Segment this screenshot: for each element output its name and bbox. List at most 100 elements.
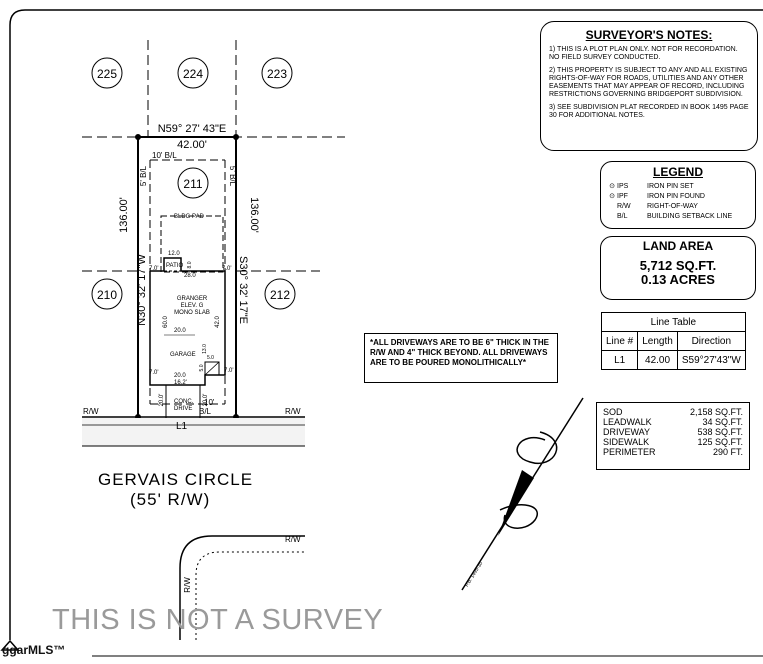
rw-label-lower: R/W [285, 535, 301, 544]
legend-box: LEGEND ⊙IPS IRON PIN SET ⊙IPF IRON PIN FOU… [600, 161, 756, 229]
house-elevation: ELEV. G [181, 303, 204, 309]
lot-212-label: 212 [270, 288, 290, 302]
road-name: GERVAIS CIRCLE [98, 470, 254, 489]
house-footprint [149, 257, 226, 386]
surveyors-notes-box: SURVEYOR'S NOTES: 1) THIS IS A PLOT PLAN… [540, 21, 758, 151]
lot-210-circle [91, 278, 123, 310]
line-table-title: Line Table [601, 312, 746, 332]
legend-desc: IRON PIN FOUND [647, 193, 705, 200]
iron-pin-ne [233, 134, 239, 140]
porch-depth: 5.0 [199, 364, 205, 371]
legend-abbr: B/L [617, 213, 628, 220]
left-bearing: N30° 32' 17"W [136, 254, 148, 326]
iron-pin-nw [135, 134, 141, 140]
offset-right-bottom: 7.0' [224, 368, 234, 374]
quantity-name: SOD [603, 407, 623, 417]
line-table: Line Table Line # Length Direction L1 42… [600, 312, 746, 370]
patio-label: PATIO [166, 263, 183, 269]
rw-label-right: R/W [285, 407, 301, 416]
patio-depth: 8.0 [187, 261, 193, 268]
garage-label: GARAGE [170, 352, 196, 358]
right-length: 136.00' [248, 197, 260, 233]
drive-label-drive: DRIVE [174, 406, 192, 412]
surveyors-note-2: 2) THIS PROPERTY IS SUBJECT TO ANY AND A… [549, 67, 748, 98]
north-arrow-head [498, 470, 534, 536]
quantity-value: 290 FT. [712, 447, 743, 457]
lot-211-circle [177, 167, 209, 199]
porch-width: 5.0 [207, 355, 214, 361]
legend-desc: IRON PIN SET [647, 183, 694, 190]
lot-223-circle [261, 57, 293, 89]
drive-label-conc: CONC. [174, 399, 194, 405]
quantity-name: SIDEWALK [603, 437, 650, 447]
porch-hatch [204, 361, 220, 376]
legend-row: ⊙IPF IRON PIN FOUND [607, 192, 749, 202]
quantity-name: LEADWALK [603, 417, 652, 427]
line-table-header: Length [637, 331, 678, 351]
drive-length-left: 20.0' [159, 394, 165, 407]
garage-front: 20.0 [174, 373, 186, 379]
driveway-note: *ALL DRIVEWAYS ARE TO BE 6" THICK IN THE… [364, 333, 558, 383]
sidewalk-strip [82, 418, 305, 446]
quantity-row: DRIVEWAY 538 SQ.FT. [603, 427, 743, 437]
legend-desc: RIGHT-OF-WAY [647, 203, 698, 210]
bldg-pad-label: BLDG PAD [174, 214, 205, 220]
quantity-row: SOD 2,158 SQ.FT. [603, 407, 743, 417]
rear-setback-label: 10' B/L [152, 151, 177, 160]
left-length: 136.00' [118, 197, 130, 233]
front-setback-label: B/L [199, 407, 212, 416]
road-corner-curb [179, 535, 305, 640]
quantity-row: LEADWALK 34 SQ.FT. [603, 417, 743, 427]
legend-row: B/L BUILDING SETBACK LINE [607, 212, 749, 222]
land-area-acres: 0.13 ACRES [641, 272, 715, 287]
line-table-header: Direction [676, 331, 746, 351]
lot-211-label: 211 [183, 177, 202, 191]
line-l1-label: L1 [176, 421, 188, 432]
drive-length-right: 20.0' [203, 394, 209, 407]
lot-224-circle [177, 57, 209, 89]
line-table-cell: S59°27'43"W [676, 350, 746, 370]
house-slab: MONO SLAB [174, 310, 210, 316]
surveyors-note-1: 1) THIS IS A PLOT PLAN ONLY. NOT FOR REC… [549, 46, 738, 61]
rw-label-lower-vertical: R/W [183, 577, 192, 593]
land-area-box: LAND AREA 5,712 SQ.FT. 0.13 ACRES [600, 236, 756, 300]
legend-abbr: IPS [617, 183, 629, 190]
porch [204, 361, 220, 376]
line-table-cell: L1 [600, 350, 639, 370]
offset-left-top: 7.0' [149, 266, 159, 272]
quantity-value: 538 SQ.FT. [697, 427, 743, 437]
house-logo-icon [0, 639, 20, 651]
iron-pin-found-icon: ⊙ [609, 193, 615, 200]
offset-left-bottom: 7.0' [149, 370, 159, 376]
lot-224-label: 224 [183, 67, 203, 81]
front-setback-distance: 10' [204, 398, 215, 407]
quantity-value: 34 SQ.FT. [702, 417, 743, 427]
north-length: 42.00' [177, 139, 207, 151]
page-frame [9, 9, 763, 640]
line-table-cell: 42.00 [637, 350, 678, 370]
plat-book-reference: P.B. 1495-30 [464, 561, 484, 589]
surveyors-notes-title: SURVEYOR'S NOTES: [585, 28, 713, 42]
house-depth-right: 42.0 [215, 316, 221, 328]
not-a-survey-disclaimer: THIS IS NOT A SURVEY [52, 604, 384, 636]
legend-abbr: IPF [617, 193, 628, 200]
legend-desc: BUILDING SETBACK LINE [647, 213, 733, 220]
north-bearing: N59° 27' 43"E [158, 123, 227, 135]
legend-title: LEGEND [652, 165, 703, 179]
patio-width: 12.0 [168, 251, 180, 257]
mls-watermark: ggarMLS™ [2, 643, 66, 657]
house-name: GRANGER [177, 296, 208, 302]
quantity-value: 2,158 SQ.FT. [689, 407, 743, 417]
road-corner-sidewalk [195, 551, 305, 640]
line-table-header: Line # [600, 331, 639, 351]
quantity-name: DRIVEWAY [603, 427, 651, 437]
house-depth-left: 60.0 [163, 316, 169, 328]
drive-width: 16.2' [174, 380, 187, 386]
lot-225-label: 225 [97, 67, 117, 81]
garage-width: 20.0 [174, 328, 186, 334]
